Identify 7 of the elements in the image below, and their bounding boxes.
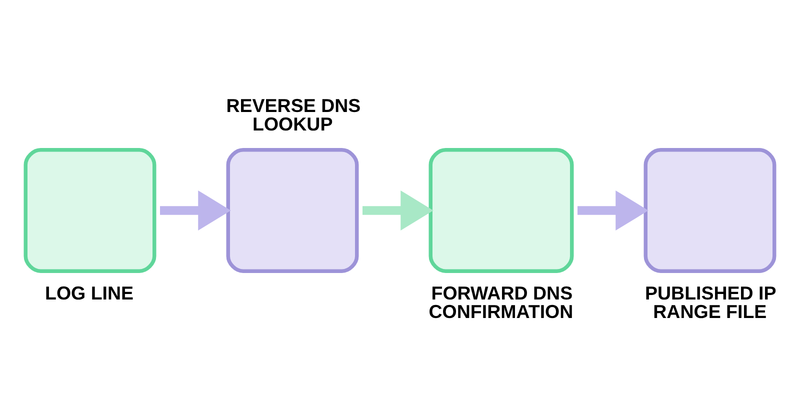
arrow (160, 190, 231, 230)
node-label: FORWARD DNS CONFIRMATION (428, 282, 574, 322)
node-label: LOG LINE (45, 282, 134, 303)
arrow (362, 190, 434, 230)
node-label: REVERSE DNS LOOKUP (226, 94, 361, 134)
arrow (578, 190, 648, 230)
node-label: PUBLISHED IP RANGE FILE (645, 282, 776, 322)
